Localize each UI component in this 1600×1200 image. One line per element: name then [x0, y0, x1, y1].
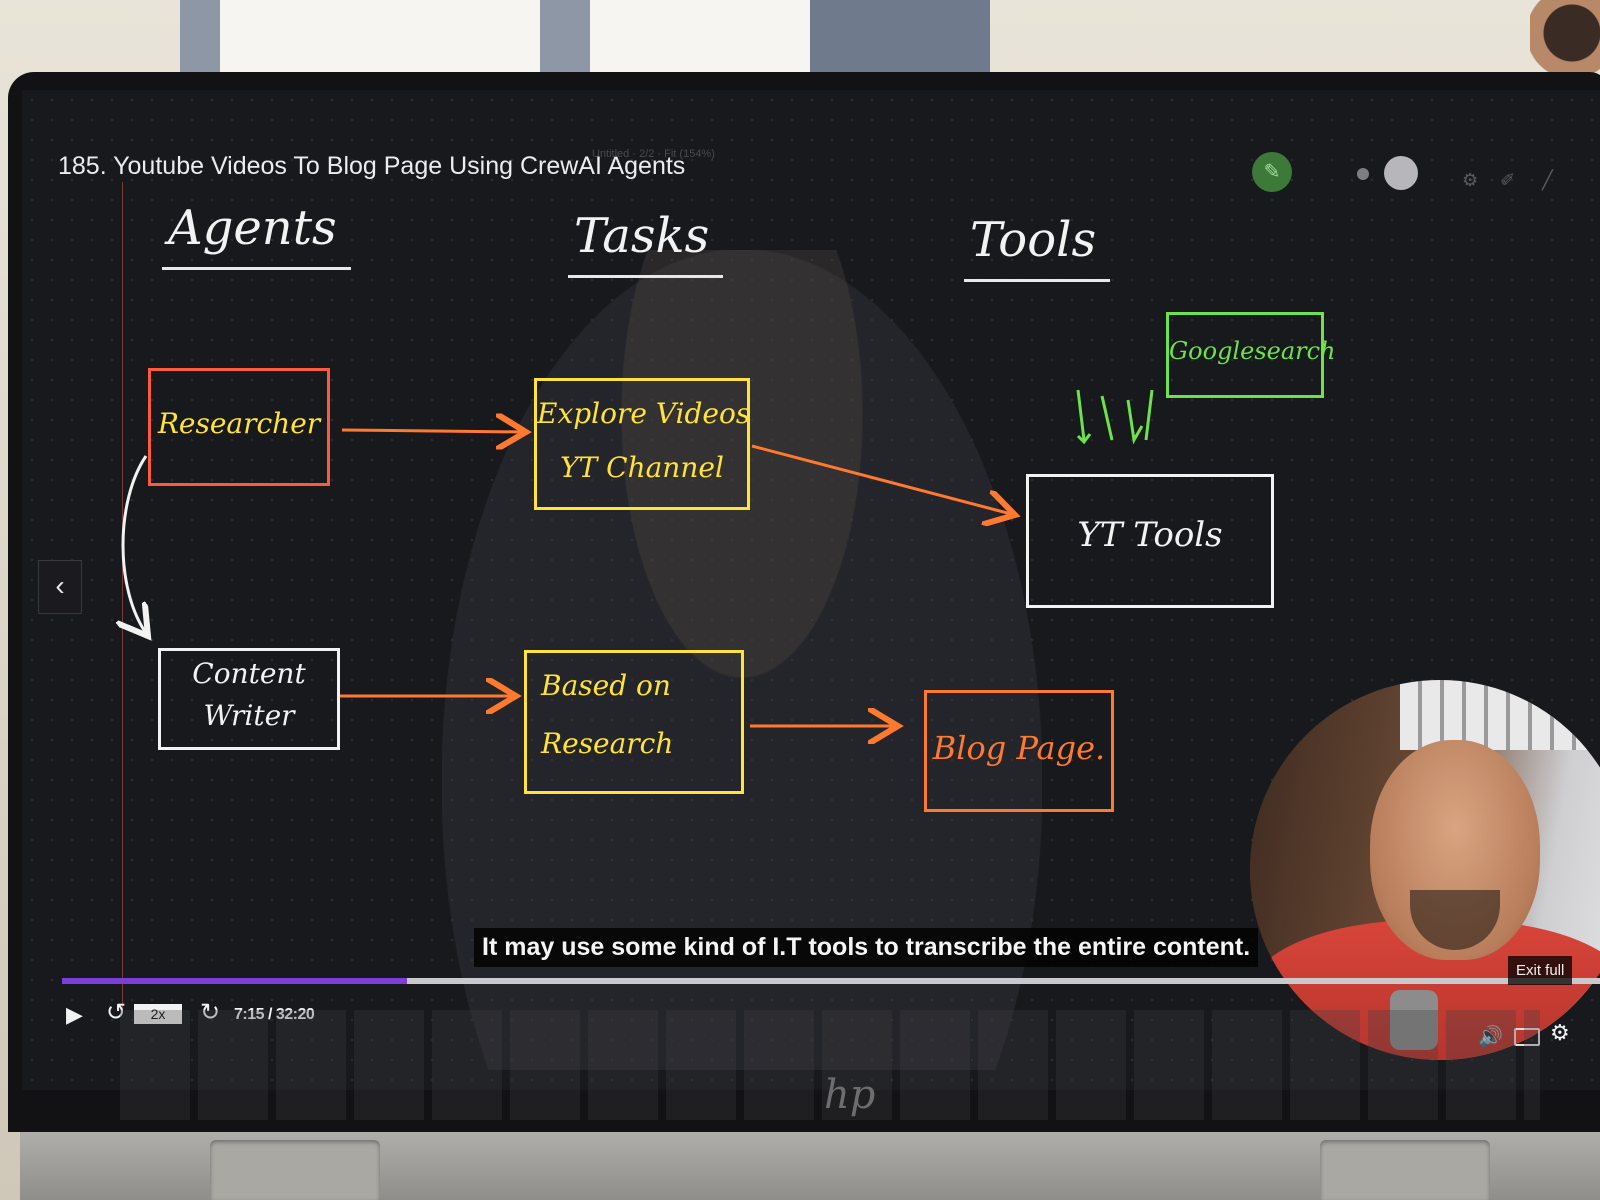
webcam-overlay [1250, 680, 1600, 1060]
keyboard-reflection [120, 1010, 1540, 1120]
highlighter-icon[interactable]: ✐ [1500, 170, 1516, 190]
previous-slide-button[interactable]: ‹ [38, 560, 82, 614]
heading-tasks: Tasks [568, 208, 724, 278]
video-player-screen[interactable]: 185. Youtube Videos To Blog Page Using C… [22, 90, 1600, 1090]
box-based-label-2: Research [541, 727, 674, 760]
box-google-search: Googlesearch [1166, 312, 1336, 398]
box-content-writer: Content Writer [158, 648, 340, 750]
heading-underline [964, 279, 1111, 282]
box-google-search-label: Googlesearch [1169, 337, 1336, 365]
arrow-explore-to-yttools [751, 444, 1015, 515]
video-title: 185. Youtube Videos To Blog Page Using C… [58, 152, 686, 180]
arrow-researcher-to-explore [341, 430, 526, 432]
pencil-icon[interactable]: ╱ [1542, 170, 1553, 190]
heading-underline [162, 267, 351, 270]
box-content-writer-label-2: Writer [203, 699, 295, 732]
progress-bar[interactable] [62, 978, 1600, 984]
box-yt-tools-label: YT Tools [1077, 515, 1223, 555]
margin-line [122, 182, 123, 1012]
box-content-writer-label-1: Content [192, 657, 306, 690]
box-explore-label-2: YT Channel [560, 451, 724, 484]
subtitle-caption: It may use some kind of I.T tools to tra… [474, 928, 1259, 967]
box-yt-tools: YT Tools [1026, 474, 1274, 608]
arrow-researcher-to-writer [123, 455, 148, 636]
box-blog-page: Blog Page. [924, 690, 1114, 812]
squiggle-arrows-google [1076, 389, 1154, 445]
box-researcher-label: Researcher [157, 407, 321, 440]
small-dot-button[interactable] [1357, 168, 1369, 180]
gear-icon[interactable]: ⚙ [1550, 1020, 1570, 1045]
box-based-label-1: Based on [541, 669, 671, 702]
heading-underline [568, 275, 724, 278]
pen-icon[interactable]: ✎ [1252, 152, 1292, 192]
rewind-icon[interactable]: ↺ [106, 999, 127, 1026]
heading-agents: Agents [162, 200, 351, 270]
box-explore-label-1: Explore Videos [537, 397, 751, 430]
play-icon[interactable]: ▶ [66, 1002, 83, 1027]
time-display: 7:15 / 32:20 [234, 1006, 315, 1024]
heading-tools: Tools [964, 212, 1111, 282]
forward-icon[interactable]: ↻ [200, 998, 220, 1027]
box-based-on-research: Based on Research [524, 650, 744, 794]
laptop-hinge [1320, 1140, 1490, 1200]
box-blog-page-label: Blog Page. [932, 729, 1106, 767]
box-explore-videos: Explore Videos YT Channel [534, 378, 750, 510]
large-dot-button[interactable] [1384, 156, 1418, 190]
heading-tasks-text: Tasks [574, 208, 710, 264]
laptop-hinge [210, 1140, 380, 1200]
canvas-info: Untitled · 2/2 · Fit (154%) [592, 148, 715, 160]
playback-speed-button[interactable]: 2x [134, 1004, 182, 1024]
diagram-arrows [22, 389, 1154, 1090]
settings-icon[interactable]: ⚙ [1462, 170, 1479, 190]
heading-tools-text: Tools [970, 212, 1097, 268]
exit-fullscreen-button[interactable]: Exit full [1508, 956, 1573, 985]
captions-icon[interactable] [1514, 1028, 1540, 1046]
box-researcher: Researcher [148, 368, 330, 486]
heading-agents-text: Agents [168, 200, 337, 256]
webcam-wall-panels [1400, 680, 1600, 750]
progress-fill [62, 978, 407, 984]
hp-logo: hp [824, 1072, 876, 1118]
volume-icon[interactable]: 🔊 [1478, 1024, 1503, 1049]
microphone [1390, 990, 1438, 1050]
